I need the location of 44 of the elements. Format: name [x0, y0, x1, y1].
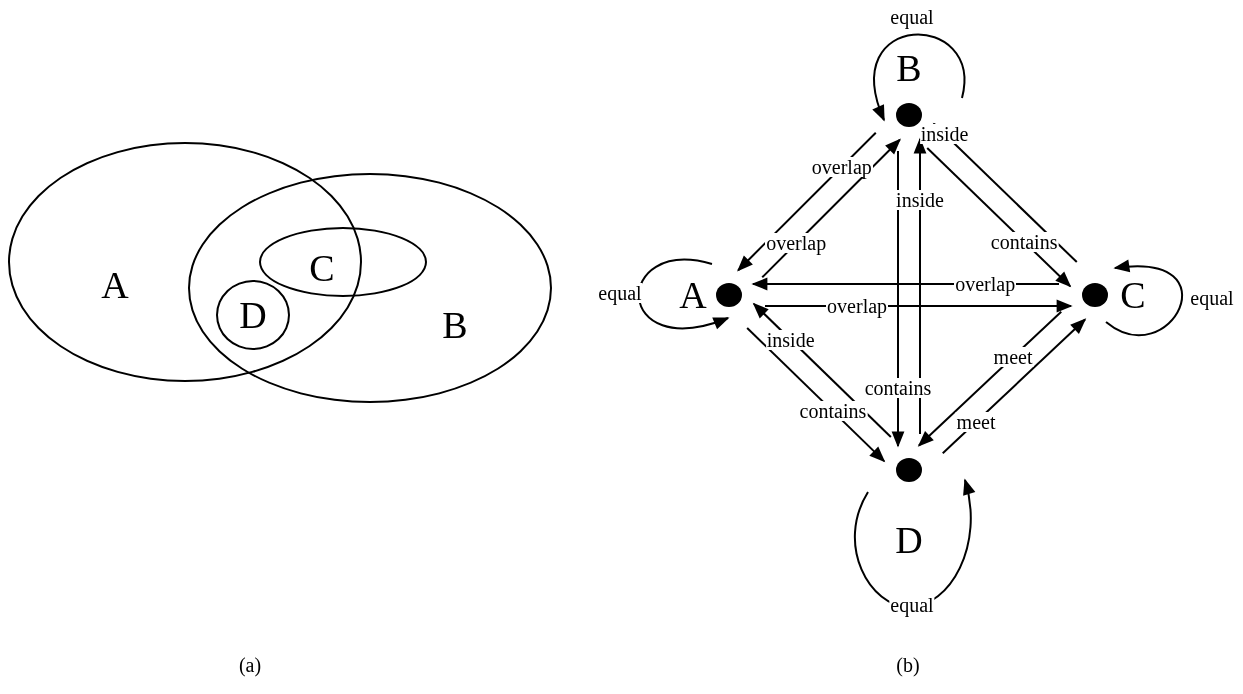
arrow — [913, 137, 927, 435]
panel-label: (a) — [238, 653, 262, 677]
edge-label: equal — [1189, 288, 1235, 308]
node-label: A — [679, 275, 707, 315]
edge-label: inside — [919, 124, 970, 145]
arrow — [926, 146, 1072, 288]
arrow — [752, 302, 892, 438]
panel-label: (b) — [896, 653, 920, 677]
arrow — [746, 327, 886, 463]
edge-label: overlap — [810, 156, 873, 177]
node-label: D — [895, 520, 923, 560]
loop-arrow — [638, 258, 730, 330]
set-ellipse — [8, 142, 362, 382]
arrow — [932, 122, 1078, 264]
edge-label: inside — [765, 329, 816, 350]
arrow — [751, 277, 1060, 291]
set-label: C — [309, 248, 335, 288]
set-ellipse — [188, 173, 552, 403]
edge-label: overlap — [954, 274, 1017, 294]
node-label: C — [1120, 275, 1146, 315]
set-label: B — [442, 305, 468, 345]
edge-label: meet — [992, 347, 1034, 367]
node-label: B — [896, 48, 922, 88]
edge-label: equal — [597, 283, 643, 303]
loop-arrow — [873, 33, 966, 122]
edge-label: contains — [798, 401, 868, 422]
edge-label: meet — [955, 412, 997, 432]
set-label: A — [101, 265, 129, 305]
edge-label: overlap — [826, 296, 889, 316]
loop-arrow — [1105, 260, 1184, 337]
set-ellipse — [216, 280, 290, 350]
edge-label: inside — [895, 190, 945, 211]
arrow — [891, 150, 905, 448]
arrow — [764, 299, 1073, 313]
edge-label: contains — [863, 378, 933, 399]
edge-label: overlap — [765, 233, 828, 254]
arrow — [941, 318, 1087, 455]
edge-label: contains — [989, 231, 1059, 252]
edge-label: equal — [889, 7, 935, 27]
arrow — [917, 310, 1063, 447]
arrow — [761, 138, 901, 279]
edge-label: equal — [889, 595, 935, 615]
arrow — [737, 131, 877, 272]
set-label: D — [239, 295, 267, 335]
